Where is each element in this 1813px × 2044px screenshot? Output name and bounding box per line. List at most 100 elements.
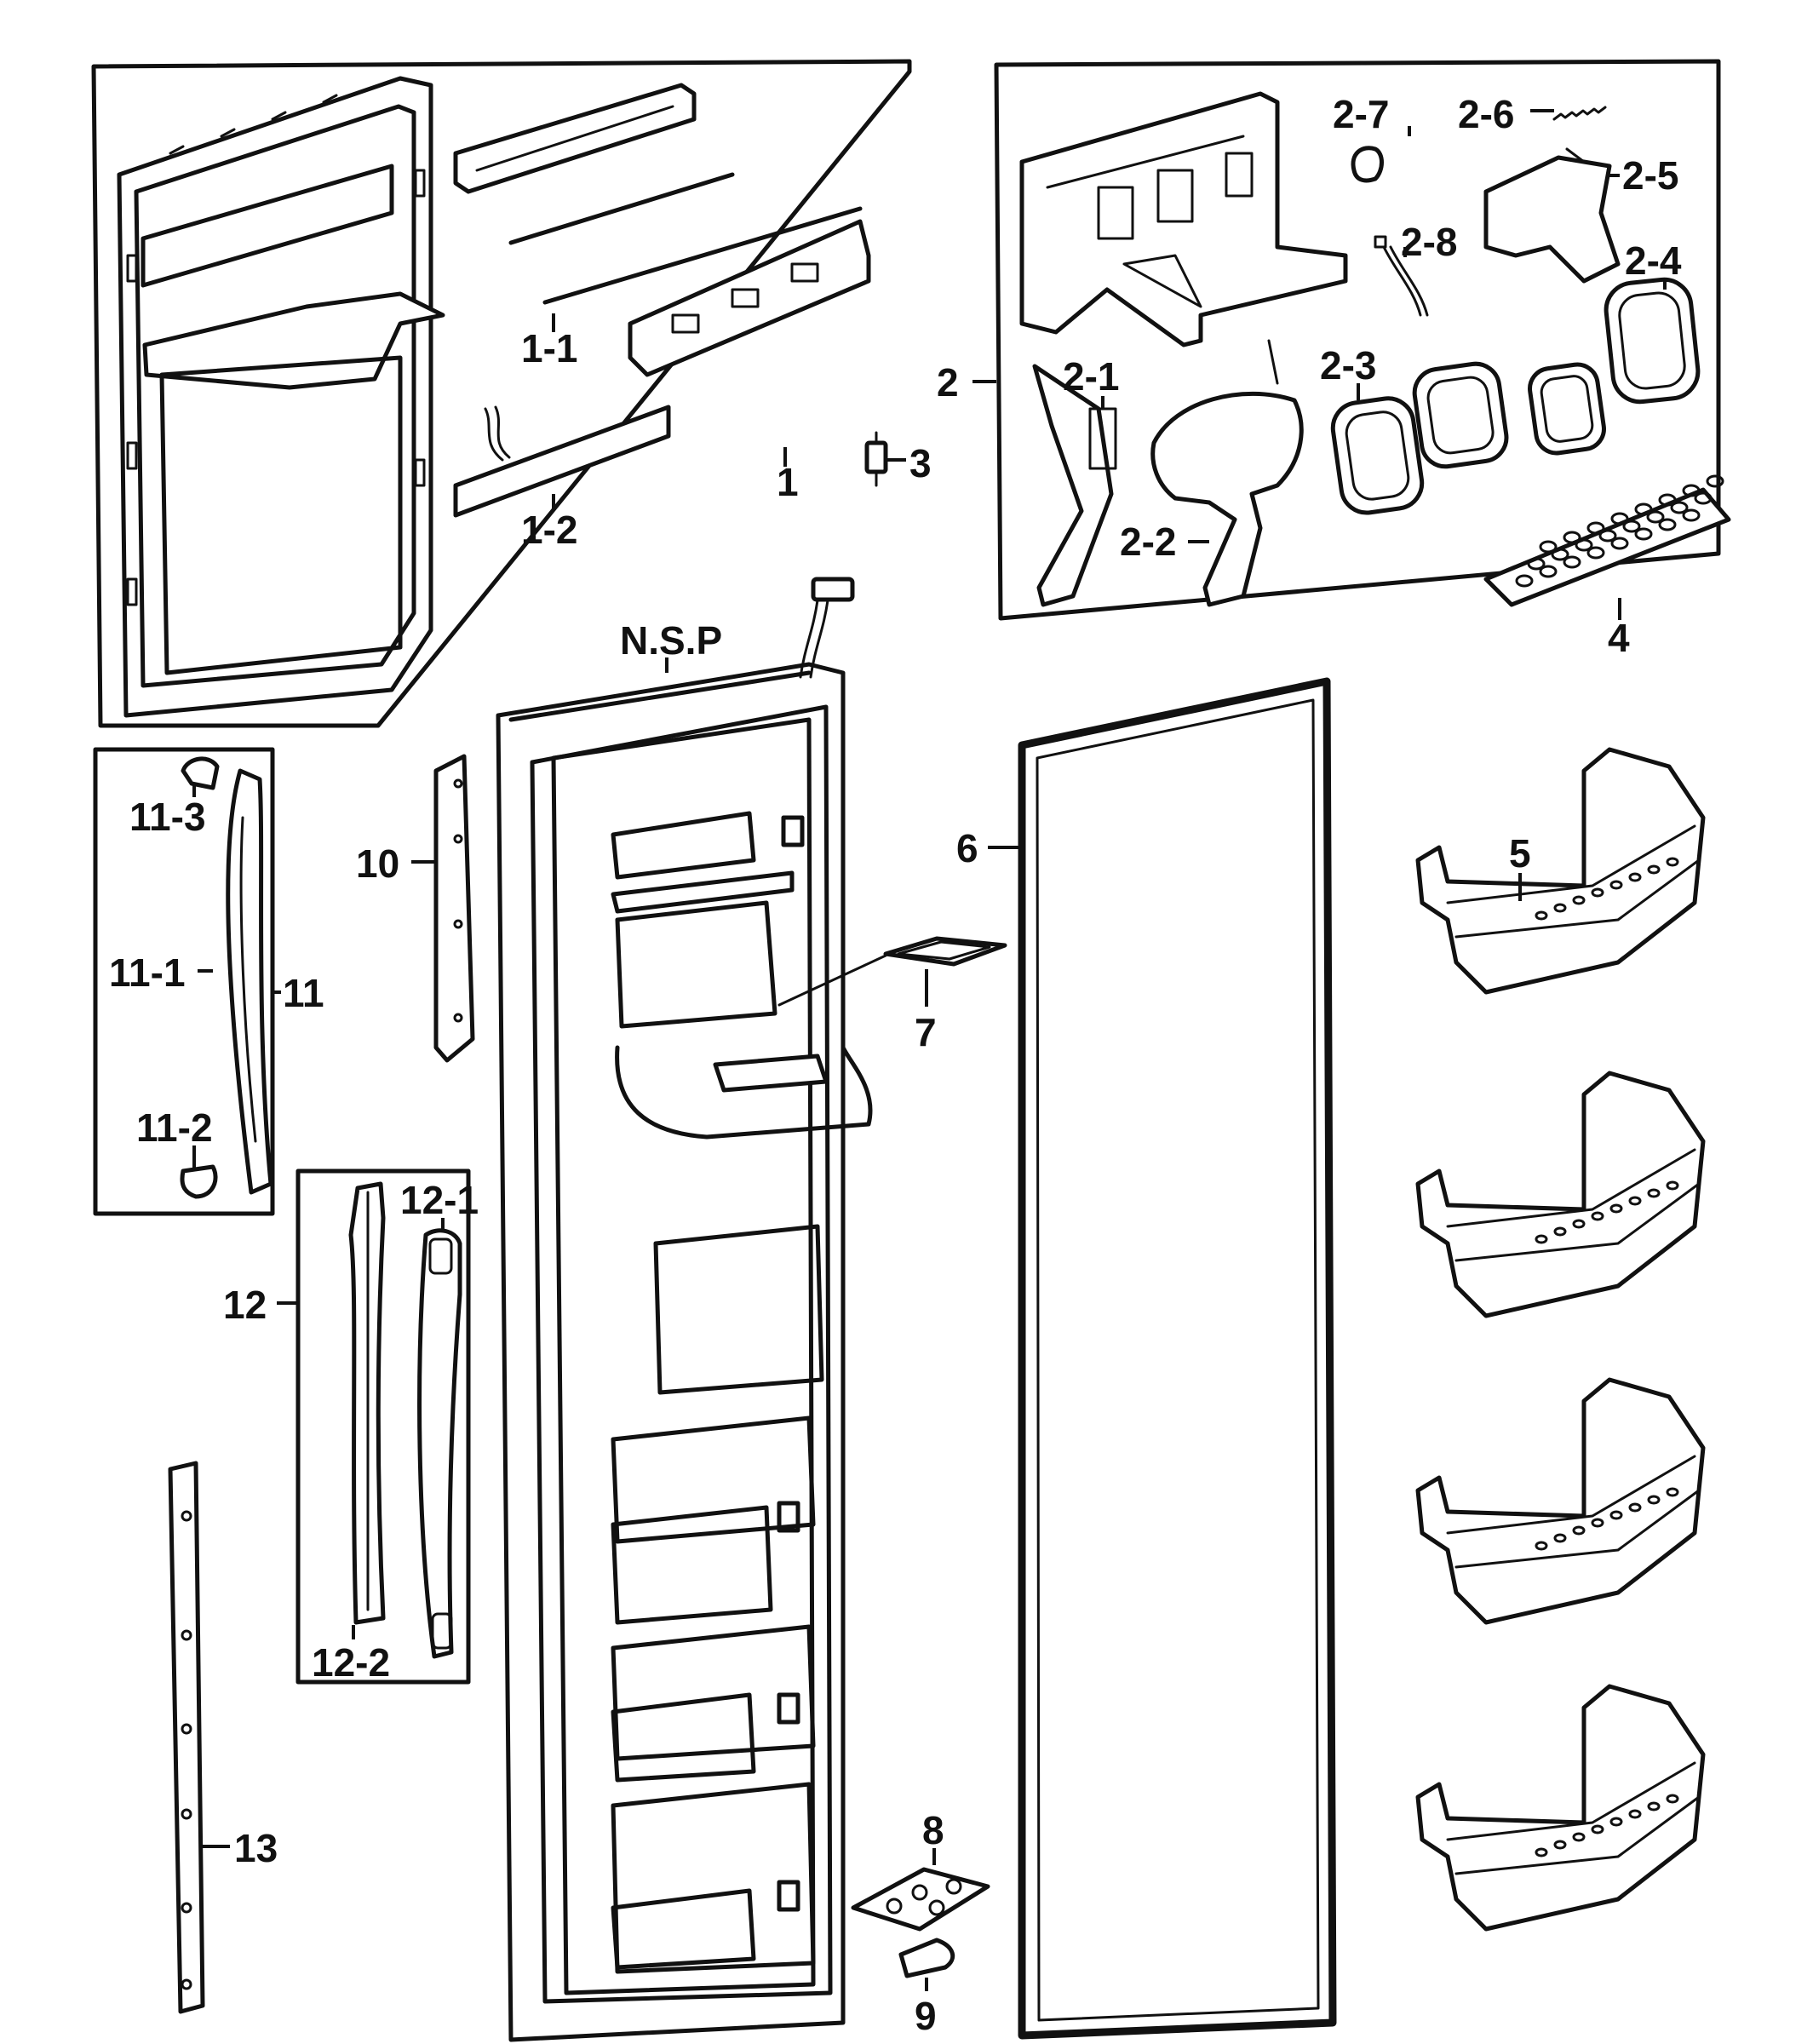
bin-rib [1666, 1180, 1679, 1191]
label-6: 6 [956, 826, 978, 870]
label-1-2: 1-2 [521, 508, 577, 552]
grille-hole [1634, 527, 1653, 541]
box-part-2 [994, 59, 1721, 621]
bin-rib [1553, 903, 1567, 913]
part-5-door-bins [1415, 747, 1706, 1932]
bin-rib [1572, 1219, 1586, 1229]
bin-rib [1666, 1794, 1679, 1804]
part-2-6-spring [1552, 106, 1607, 121]
bin-rib [1647, 864, 1661, 875]
part-12-1-grip [417, 1228, 462, 1659]
label-7: 7 [915, 1010, 937, 1054]
label-2-4: 2-4 [1625, 238, 1682, 283]
grille-hole [1622, 520, 1641, 533]
bin-rib [1628, 1809, 1642, 1819]
label-2: 2 [937, 360, 959, 405]
label-2-6: 2-6 [1458, 92, 1514, 136]
part-2-2-chute-lever [1150, 339, 1304, 607]
bar-hole [181, 1808, 192, 1820]
label-12-1: 12-1 [400, 1178, 479, 1222]
grille-hole [1563, 531, 1581, 544]
bin-rib [1628, 872, 1642, 882]
bin-rib [1591, 1211, 1604, 1221]
label-2-1: 2-1 [1063, 354, 1119, 399]
label-5: 5 [1509, 831, 1531, 876]
label-11-2: 11-2 [136, 1105, 213, 1150]
grille-hole [1598, 529, 1617, 543]
grille-hole [1563, 555, 1581, 569]
grille-hole [1658, 493, 1677, 507]
grille-hole [1694, 491, 1713, 505]
label-10: 10 [356, 841, 399, 886]
part-2-3-gaskets [1330, 361, 1606, 515]
bin-rib [1535, 910, 1548, 921]
part-2-4-gasket [1604, 277, 1701, 405]
bin-rib [1553, 1226, 1567, 1237]
label-11-3: 11-3 [129, 795, 206, 839]
part-13-bar [168, 1461, 230, 2014]
bar-hole [181, 1510, 192, 1522]
part-11-3-cap [181, 756, 220, 790]
dispenser-housing [1019, 91, 1348, 347]
bin-rib [1572, 1525, 1586, 1536]
bin-rib [1591, 1518, 1604, 1528]
part-11-2-cap [180, 1164, 218, 1199]
grille-hole [1610, 537, 1629, 550]
label-12: 12 [223, 1283, 267, 1327]
grille-hole [1670, 501, 1689, 514]
label-2-8: 2-8 [1401, 220, 1457, 264]
bin-rib [1535, 1234, 1548, 1244]
door-liner [496, 577, 873, 2042]
part-2-8-wire [1374, 235, 1429, 317]
label-2-7: 2-7 [1333, 92, 1389, 136]
bin-rib [1647, 1495, 1661, 1505]
label-2-5: 2-5 [1622, 153, 1678, 198]
bin-rib [1535, 1541, 1548, 1551]
label-4: 4 [1608, 616, 1630, 660]
grille-hole [1551, 548, 1569, 561]
door-bin [1415, 1377, 1706, 1625]
label-11: 11 [283, 971, 324, 1015]
bin-rib [1591, 887, 1604, 898]
bin-rib [1535, 1847, 1548, 1857]
grille-hole [1575, 538, 1593, 552]
label-8: 8 [922, 1808, 944, 1852]
part-10-trim [411, 754, 475, 1063]
grille-hole [1682, 484, 1701, 497]
bin-rib [1609, 1817, 1623, 1827]
bin-rib [1628, 1502, 1642, 1513]
dispenser-cover-frame [117, 76, 445, 718]
label-11-1: 11-1 [109, 950, 186, 995]
door-bin [1415, 1684, 1706, 1932]
label-1: 1 [777, 460, 799, 504]
part-8-hinge-cover [851, 1848, 990, 1932]
part-2-7-cap [1351, 146, 1384, 183]
bin-rib [1591, 1824, 1604, 1834]
part-4-grille [1483, 474, 1731, 607]
part-labels: 1 1-1 1-2 2 2-1 2-2 2-3 2-4 2-5 2-6 2-7 … [109, 92, 1682, 2038]
bin-rib [1572, 895, 1586, 905]
part-9-hinge [898, 1938, 955, 1991]
part-12-2-bracket-handle [348, 1181, 386, 1625]
bin-rib [1666, 857, 1679, 867]
bin-rib [1609, 880, 1623, 890]
control-panel-boards [453, 83, 871, 377]
bin-rib [1609, 1203, 1623, 1214]
part-11-1-handle [226, 768, 273, 1195]
box-part-12 [295, 1168, 471, 1685]
grille-hole [1539, 565, 1558, 578]
label-nsp: N.S.P [620, 618, 722, 663]
door-bin [1415, 747, 1706, 995]
bin-rib [1647, 1801, 1661, 1811]
part-7-drip-tray [777, 936, 1007, 1007]
part-2-5-motor-assembly [1483, 147, 1621, 284]
grille-hole [1539, 540, 1558, 554]
grille-hole [1515, 574, 1534, 588]
bar-hole [181, 1902, 192, 1914]
label-2-3: 2-3 [1320, 343, 1376, 388]
bin-rib [1666, 1487, 1679, 1497]
grille-hole [1586, 521, 1605, 535]
bin-rib [1609, 1510, 1623, 1520]
part-6-door-gasket [1018, 677, 1337, 2040]
